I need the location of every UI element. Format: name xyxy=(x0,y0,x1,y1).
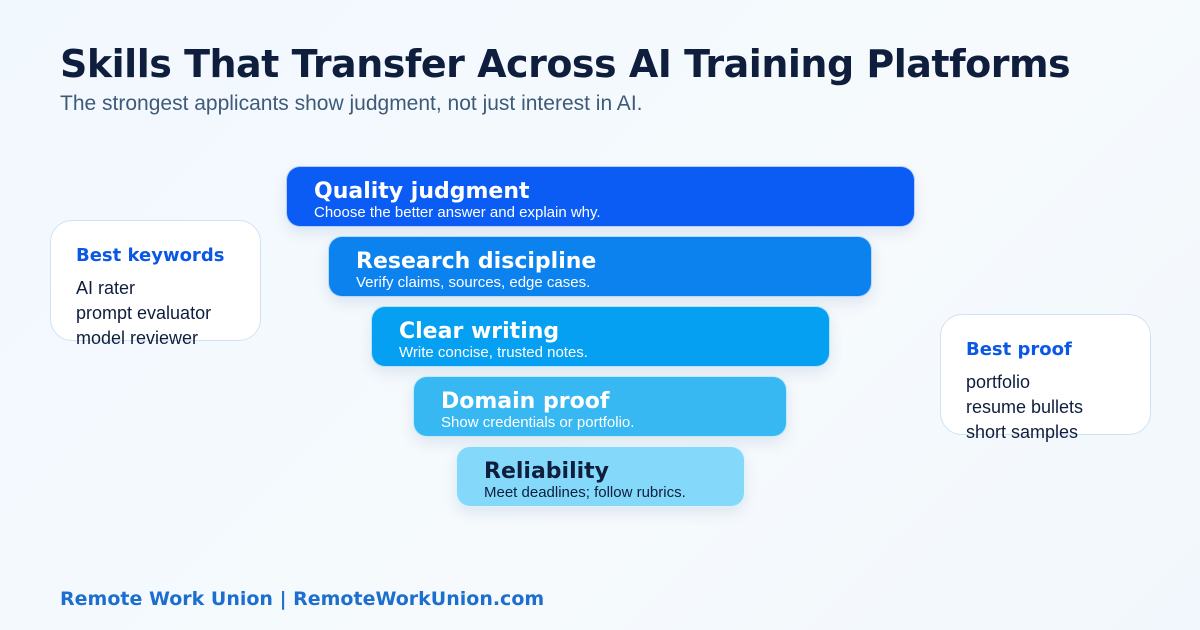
proof-card-title: Best proof xyxy=(966,339,1072,360)
funnel-level-title: Quality judgment xyxy=(314,179,530,204)
page-title: Skills That Transfer Across AI Training … xyxy=(60,42,1071,86)
funnel-level-title: Research discipline xyxy=(356,249,597,274)
keywords-card-title: Best keywords xyxy=(76,245,225,266)
keyword-item: prompt evaluator xyxy=(76,303,212,323)
funnel-level-title: Domain proof xyxy=(441,389,610,414)
funnel-level-description: Show credentials or portfolio. xyxy=(441,414,635,431)
proof-item: portfolio xyxy=(966,372,1031,392)
proof-item: resume bullets xyxy=(966,397,1084,417)
proof-card: Best proof portfolio resume bullets shor… xyxy=(940,314,1151,442)
funnel-level-quality-judgment: Quality judgment Choose the better answe… xyxy=(286,166,915,227)
funnel-level-description: Verify claims, sources, edge cases. xyxy=(356,274,591,291)
keyword-item: model reviewer xyxy=(76,328,199,348)
funnel-level-title: Clear writing xyxy=(399,319,560,344)
funnel-level-reliability: Reliability Meet deadlines; follow rubri… xyxy=(456,446,745,507)
funnel-level-clear-writing: Clear writing Write concise, trusted not… xyxy=(371,306,830,367)
funnel-level-description: Choose the better answer and explain why… xyxy=(314,204,601,221)
funnel-level-research-discipline: Research discipline Verify claims, sourc… xyxy=(328,236,872,297)
footer-brand: Remote Work Union | RemoteWorkUnion.com xyxy=(60,588,545,610)
funnel-level-domain-proof: Domain proof Show credentials or portfol… xyxy=(413,376,787,437)
funnel-level-title: Reliability xyxy=(484,459,610,484)
page-subtitle: The strongest applicants show judgment, … xyxy=(60,92,643,115)
funnel-level-description: Meet deadlines; follow rubrics. xyxy=(484,484,686,501)
keywords-card: Best keywords AI rater prompt evaluator … xyxy=(50,220,261,348)
funnel-level-description: Write concise, trusted notes. xyxy=(399,344,588,361)
proof-item: short samples xyxy=(966,422,1079,442)
keyword-item: AI rater xyxy=(76,278,136,298)
